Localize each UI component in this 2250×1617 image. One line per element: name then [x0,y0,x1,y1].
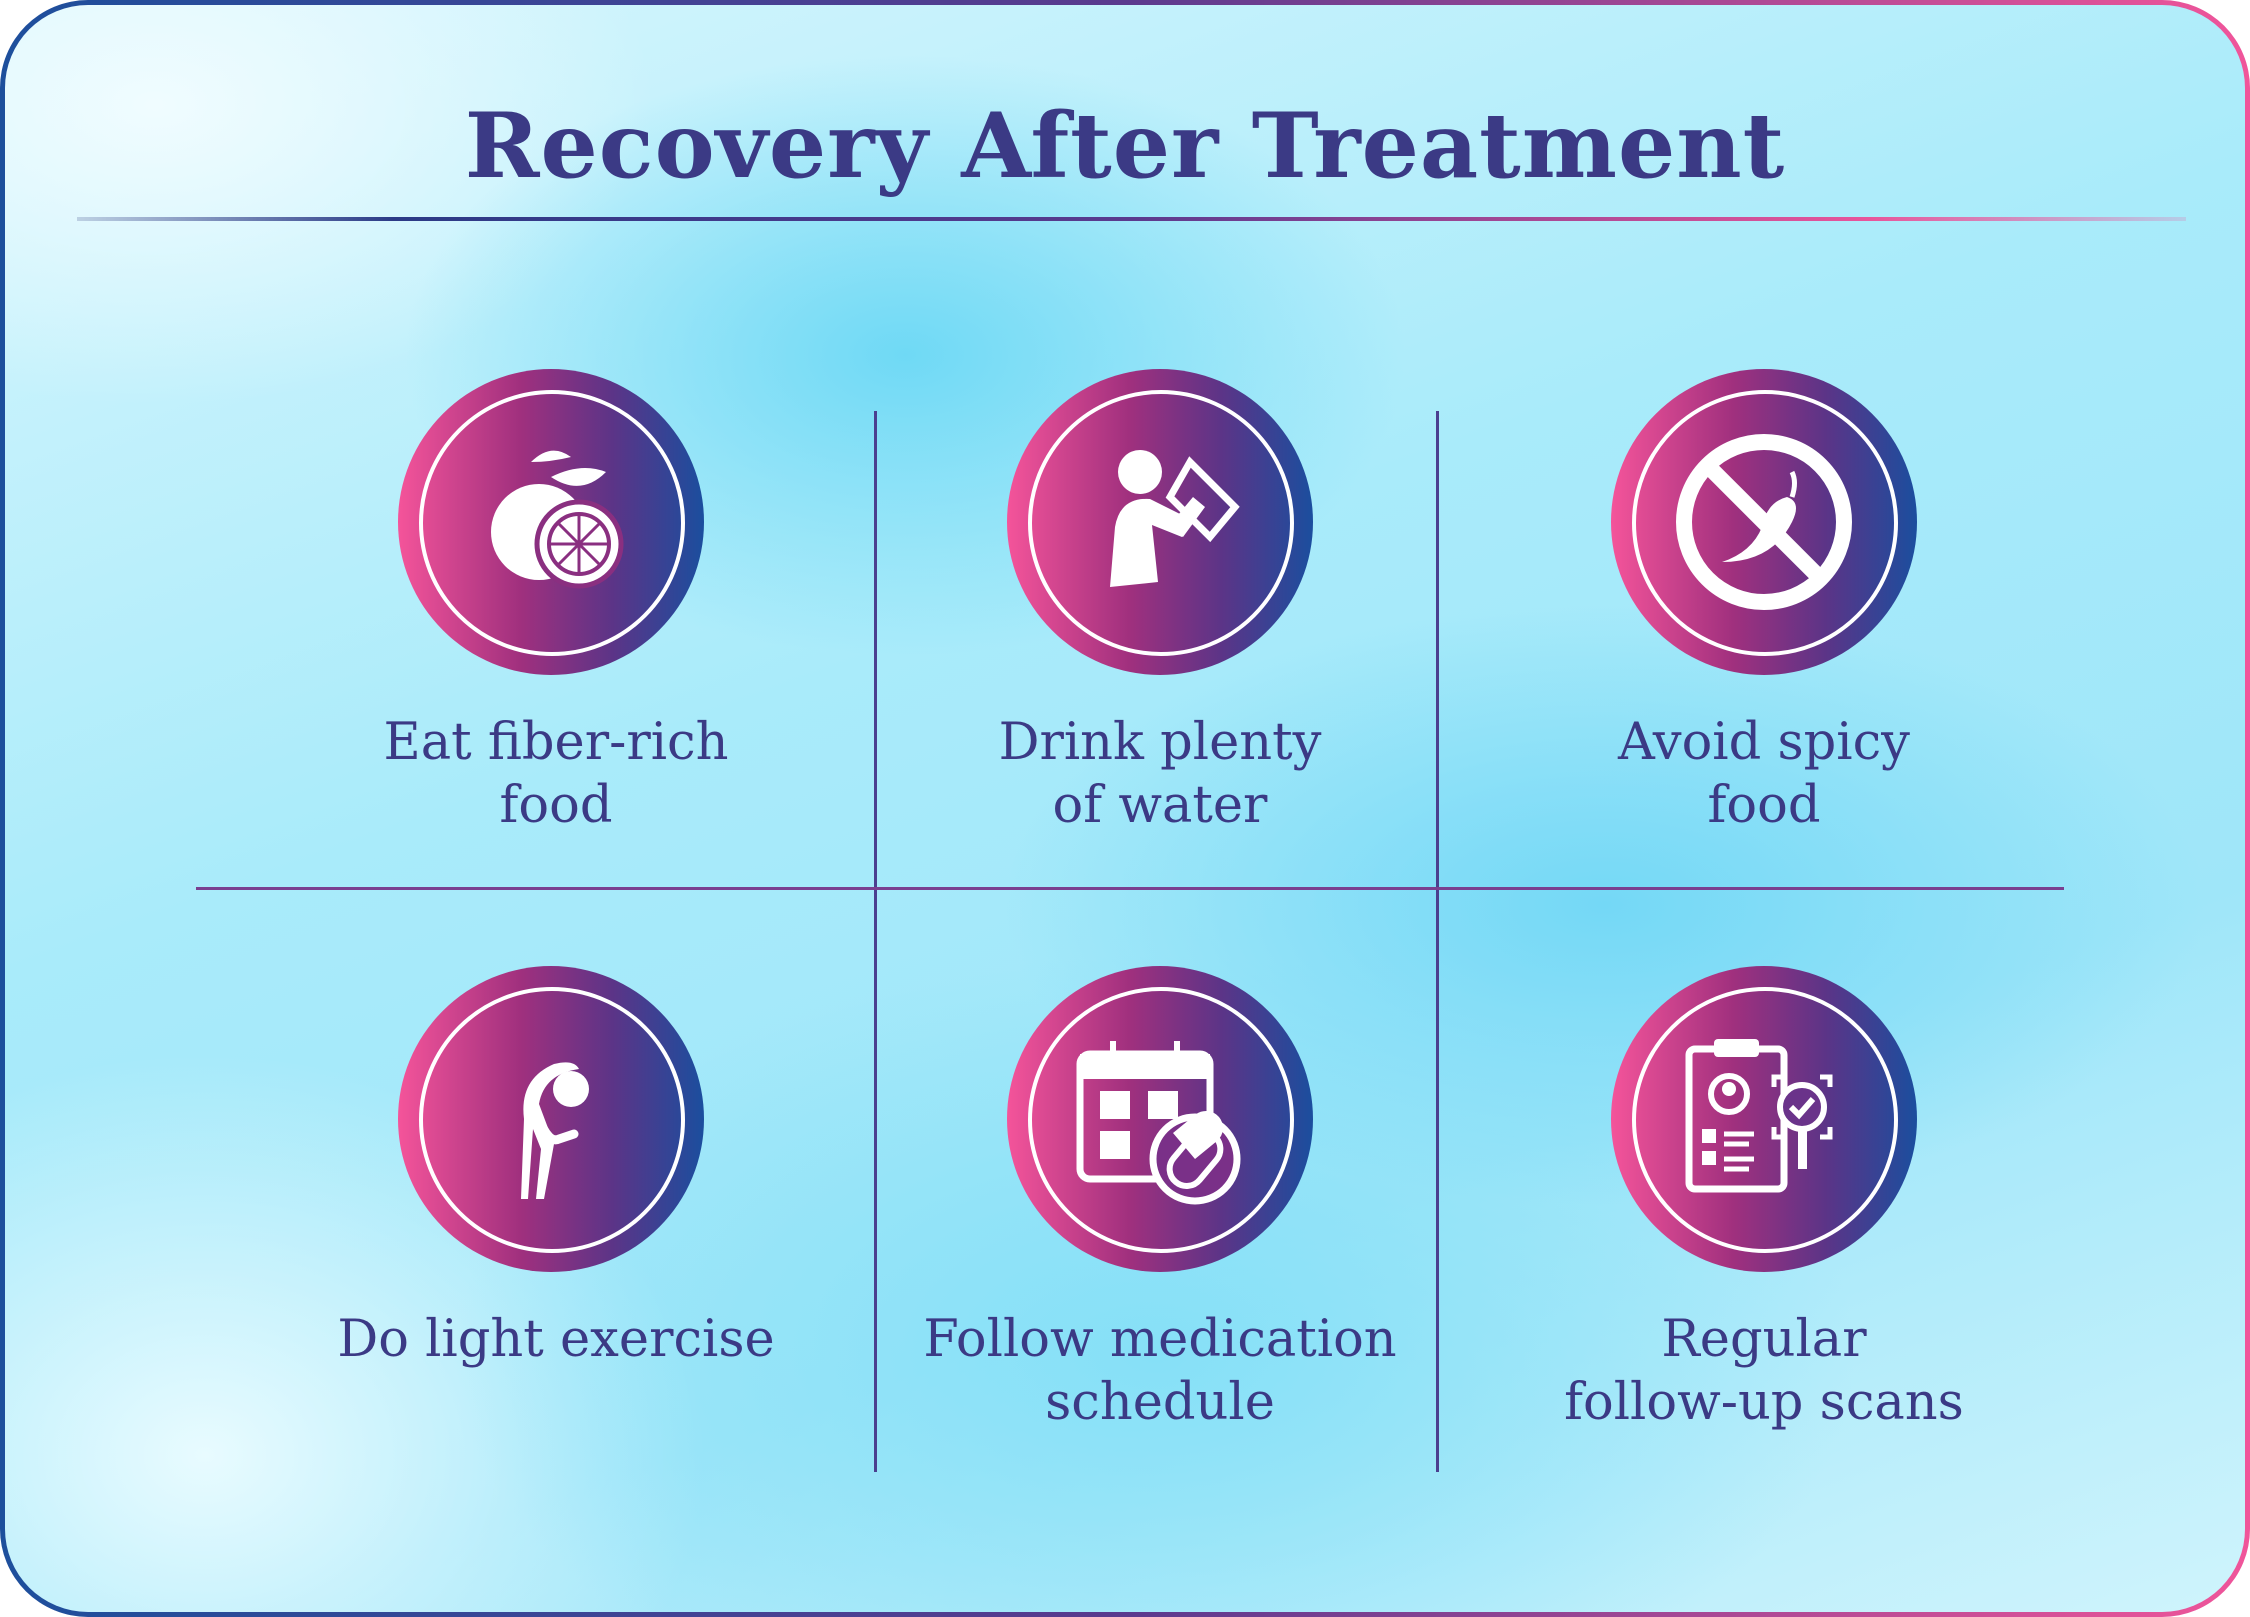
item-label: Do light exercise [337,1310,775,1369]
fruit-icon [491,450,624,589]
page-title: Recovery After Treatment [464,93,1786,199]
row-divider [196,887,2064,890]
no-chili-icon [1676,434,1852,610]
clipboard-scan-icon [1685,1039,1833,1193]
stretching-person-icon [521,1062,589,1199]
calendar-pill-icon [1076,1041,1241,1205]
scans-badge [1611,966,1917,1272]
spicy-badge [1611,369,1917,675]
water-badge [1007,369,1313,675]
medication-badge [1007,966,1313,1272]
title-divider [77,217,2186,221]
exercise-badge [398,966,704,1272]
column-divider [1436,411,1439,1472]
fruit-badge [398,369,704,675]
person-drinking-icon [1110,450,1240,587]
column-divider [874,411,877,1472]
